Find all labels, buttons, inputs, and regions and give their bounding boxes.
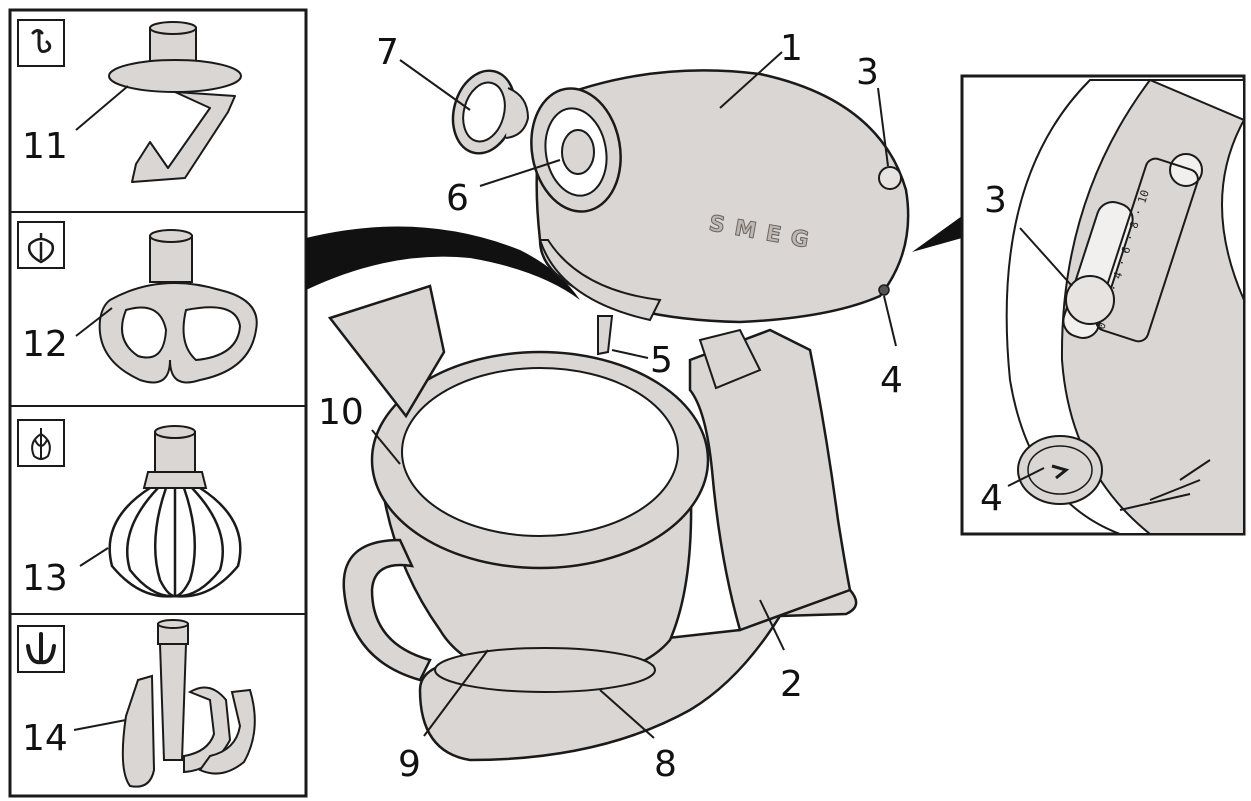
dough-hook-icon: [17, 19, 65, 67]
callout-6: 6: [446, 178, 469, 219]
pouring-shield: [327, 284, 710, 570]
callouts: 1 2 3 4 5 6 7 8 9 10: [318, 28, 903, 785]
callout-1: 1: [780, 28, 803, 69]
callout-3: 3: [856, 52, 879, 93]
detail-inset: 0 1 2 · 4 · 6 · 8 · 10 3 4: [960, 74, 1246, 536]
flat-beater-icon: [17, 221, 65, 269]
speed-knob-detail[interactable]: [1065, 275, 1115, 325]
callout-4: 4: [880, 360, 903, 401]
beater-shaft: [597, 315, 614, 356]
connector-band: [306, 226, 580, 300]
accessory-wire-whisk: 13: [17, 419, 242, 599]
flat-beater-drawing: [98, 229, 258, 384]
pastry-hook-drawing: [121, 619, 256, 788]
inset-callout-3: 3: [984, 180, 1007, 221]
accessory-flat-beater: 12: [17, 221, 258, 384]
inset-callout-4: 4: [980, 478, 1003, 519]
callout-11: 11: [22, 126, 68, 167]
mixer-column: [688, 328, 852, 632]
bowl-handle: [342, 538, 432, 682]
callout-10: 10: [318, 392, 364, 433]
head-release-button[interactable]: [878, 284, 890, 296]
dough-hook-drawing: [108, 21, 242, 183]
mixer-head: [535, 69, 910, 324]
outlet-cap: [451, 69, 530, 155]
callout-9: 9: [398, 744, 421, 785]
accessory-pastry-hook: 14: [17, 619, 256, 788]
stand-mixer: SMEG 1 2 3: [306, 28, 910, 785]
wire-whisk-drawing: [108, 425, 242, 598]
callout-8: 8: [654, 744, 677, 785]
callout-2: 2: [780, 664, 803, 705]
inset-pointer: [912, 216, 962, 252]
accessory-panel: 11 12: [8, 8, 308, 798]
callout-13: 13: [22, 558, 68, 599]
pastry-hook-icon: [17, 625, 65, 673]
callout-12: 12: [22, 324, 68, 365]
accessory-dough-hook: 11: [17, 19, 242, 183]
callout-7: 7: [376, 32, 399, 73]
bowl-base: [434, 647, 656, 693]
wire-whisk-icon: [17, 419, 65, 467]
callout-14: 14: [22, 718, 68, 759]
speed-knob[interactable]: [878, 166, 902, 190]
callout-5: 5: [650, 340, 673, 381]
front-outlet-cover: [561, 129, 595, 175]
